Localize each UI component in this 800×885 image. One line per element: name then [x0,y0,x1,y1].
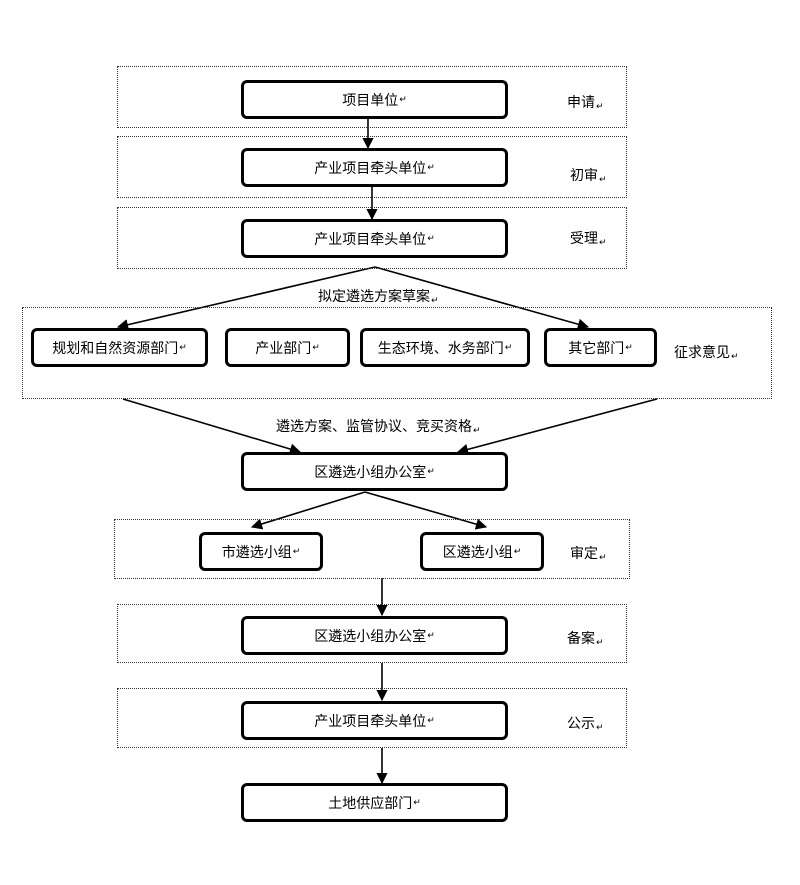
node-eco-water-dept: 生态环境、水务部门↵ [360,328,530,367]
return-mark: ↵ [596,102,604,112]
return-mark: ↵ [431,296,439,306]
stage-label-solicit: 征求意见↵ [674,342,739,362]
return-mark: ↵ [599,175,607,185]
node-planning-dept-text: 规划和自然资源部门 [52,340,179,357]
return-mark: ↵ [596,638,604,648]
edge-label-plan-docs-text: 遴选方案、监管协议、竞买资格 [276,419,472,435]
stage-frame-accept [117,207,627,269]
return-mark: ↵ [625,342,633,353]
node-lead-unit-3-text: 产业项目牵头单位 [314,713,427,730]
node-district-office-2: 区遴选小组办公室↵ [241,616,508,655]
node-industry-dept: 产业部门↵ [225,328,350,367]
edge-label-draft-plan-text: 拟定遴选方案草案 [318,289,430,305]
node-city-group-text: 市遴选小组 [221,544,292,561]
return-mark: ↵ [599,553,607,563]
return-mark: ↵ [312,342,320,353]
stage-label-accept: 受理↵ [570,228,607,248]
return-mark: ↵ [399,94,407,105]
edge-office1-to-city [250,491,366,530]
return-mark: ↵ [599,238,607,248]
node-industry-dept-text: 产业部门 [255,340,312,357]
node-district-office-1-text: 区遴选小组办公室 [314,464,427,481]
return-mark: ↵ [427,162,435,173]
node-applicant-unit: 项目单位↵ [241,80,508,119]
stage-label-accept-text: 受理 [570,231,598,247]
stage-label-apply-text: 申请 [567,95,595,111]
node-district-office-2-text: 区遴选小组办公室 [314,628,427,645]
stage-frame-first-review [117,136,627,198]
node-district-office-1: 区遴选小组办公室↵ [241,452,508,491]
node-city-group: 市遴选小组↵ [199,532,323,571]
return-mark: ↵ [504,342,513,353]
stage-frame-approve [114,519,630,579]
edge-right-to-office1 [456,398,658,455]
return-mark: ↵ [413,797,421,808]
stage-frame-solicit [22,307,772,399]
node-other-dept-text: 其它部门 [568,340,625,357]
stage-label-publicize-text: 公示 [567,716,595,732]
node-lead-unit-3: 产业项目牵头单位↵ [241,701,508,740]
node-other-dept: 其它部门↵ [544,328,657,367]
edge-label-draft-plan: 拟定遴选方案草案↵ [316,286,441,306]
stage-label-file: 备案↵ [567,628,604,648]
stage-label-publicize: 公示↵ [567,713,604,733]
node-district-group-text: 区遴选小组 [442,544,513,561]
stage-label-file-text: 备案 [567,631,595,647]
stage-label-first-review-text: 初审 [570,168,598,184]
stage-label-apply: 申请↵ [567,92,604,112]
edge-label-plan-docs: 遴选方案、监管协议、竞买资格↵ [276,416,481,436]
node-eco-water-dept-text: 生态环境、水务部门 [377,340,504,357]
edge-left-to-office1 [122,398,302,455]
stage-label-approve-text: 审定 [570,546,598,562]
return-mark: ↵ [513,546,522,557]
node-district-group: 区遴选小组↵ [420,532,544,571]
stage-frame-publicize [117,688,627,748]
return-mark: ↵ [473,426,481,436]
return-mark: ↵ [292,546,301,557]
return-mark: ↵ [179,342,187,353]
stage-frame-file [117,604,627,663]
stage-frame-apply [117,66,627,128]
return-mark: ↵ [427,233,435,244]
return-mark: ↵ [427,466,435,477]
return-mark: ↵ [731,352,739,362]
stage-label-first-review: 初审↵ [570,165,607,185]
edge-lead2-to-other [374,266,590,330]
stage-label-solicit-text: 征求意见 [674,345,730,361]
edge-office1-to-district [364,491,488,530]
return-mark: ↵ [427,715,435,726]
node-applicant-unit-text: 项目单位 [342,92,399,109]
return-mark: ↵ [596,723,604,733]
stage-label-approve: 审定↵ [570,543,607,563]
node-lead-unit-1-text: 产业项目牵头单位 [314,160,427,177]
node-lead-unit-1: 产业项目牵头单位↵ [241,148,508,187]
node-lead-unit-2: 产业项目牵头单位↵ [241,219,508,258]
return-mark: ↵ [427,630,435,641]
node-land-dept-text: 土地供应部门 [328,795,413,812]
node-planning-dept: 规划和自然资源部门↵ [31,328,208,367]
node-land-dept: 土地供应部门↵ [241,783,508,822]
edge-lead2-to-planning [116,266,376,331]
node-lead-unit-2-text: 产业项目牵头单位 [314,231,427,248]
